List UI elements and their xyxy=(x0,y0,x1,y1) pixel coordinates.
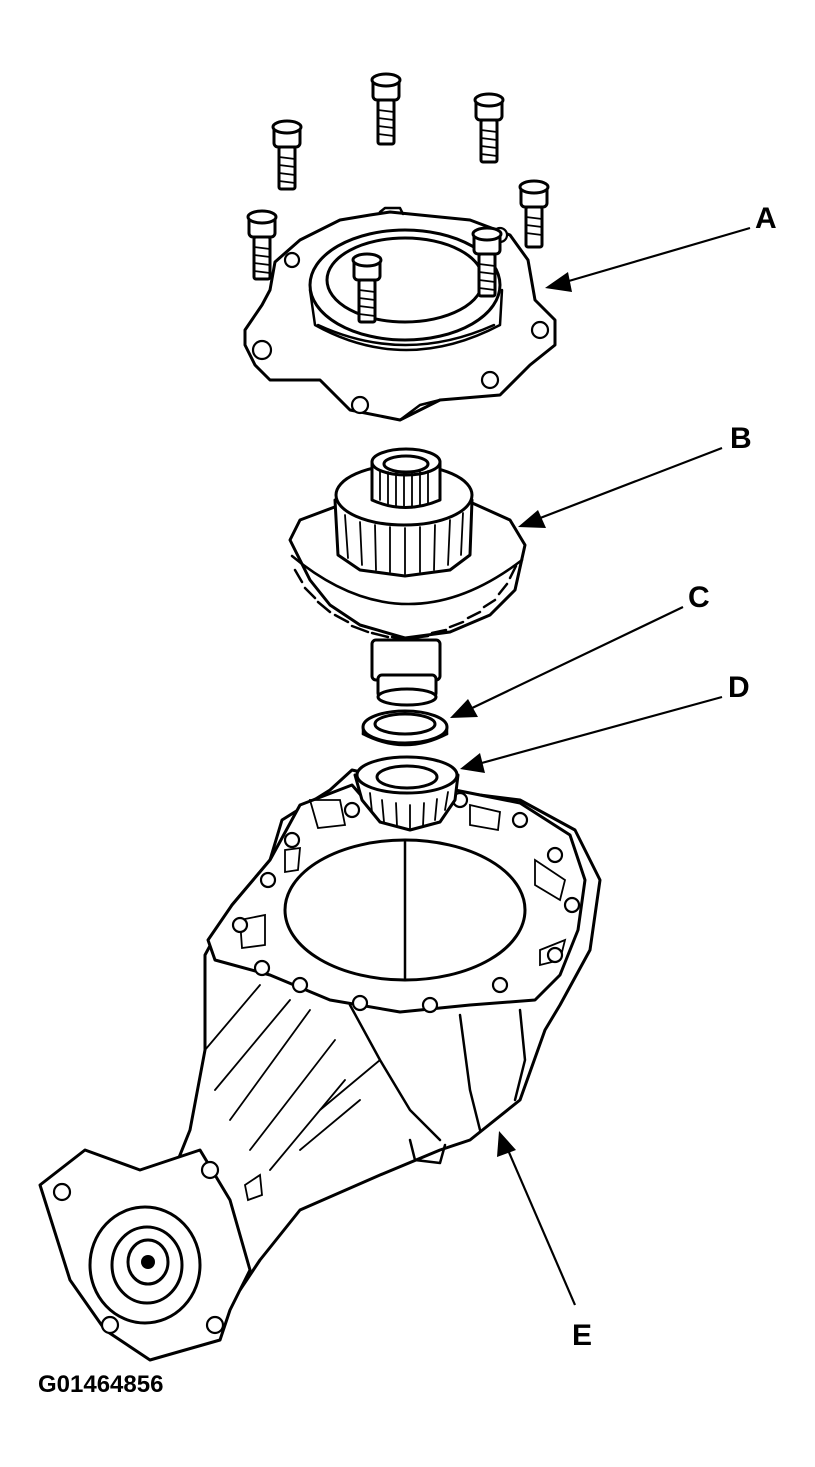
leader-arrow-e xyxy=(506,1149,577,1306)
callout-label-d: D xyxy=(728,671,750,704)
arrowhead-e xyxy=(497,1131,516,1157)
leader-arrow-c xyxy=(467,606,684,711)
retainer-bolts xyxy=(246,72,550,324)
arrowhead-a xyxy=(545,272,572,292)
bearing xyxy=(353,755,460,832)
callout-label-b: B xyxy=(730,422,752,455)
arrowhead-b xyxy=(518,510,546,528)
bolt xyxy=(271,119,303,191)
arrowhead-c xyxy=(450,699,478,718)
shim-ring xyxy=(361,709,449,747)
leader-arrow-a xyxy=(561,226,751,285)
bolt xyxy=(518,179,550,249)
bolt xyxy=(370,72,402,146)
carrier-housing xyxy=(38,768,602,1362)
callout-label-a: A xyxy=(755,202,777,235)
leader-arrow-b xyxy=(534,446,723,522)
figure-id: G01464856 xyxy=(38,1371,163,1398)
bolt xyxy=(351,252,383,324)
arrowhead-d xyxy=(460,753,485,773)
bearing-retainer xyxy=(243,206,557,422)
gear-assembly xyxy=(288,447,527,707)
bolt xyxy=(471,226,503,298)
callout-label-e: E xyxy=(572,1319,592,1352)
leader-arrows xyxy=(450,226,751,1306)
callout-label-c: C xyxy=(688,581,710,614)
leader-arrow-d xyxy=(477,695,723,766)
bolt xyxy=(473,92,505,164)
bolt xyxy=(246,209,278,281)
